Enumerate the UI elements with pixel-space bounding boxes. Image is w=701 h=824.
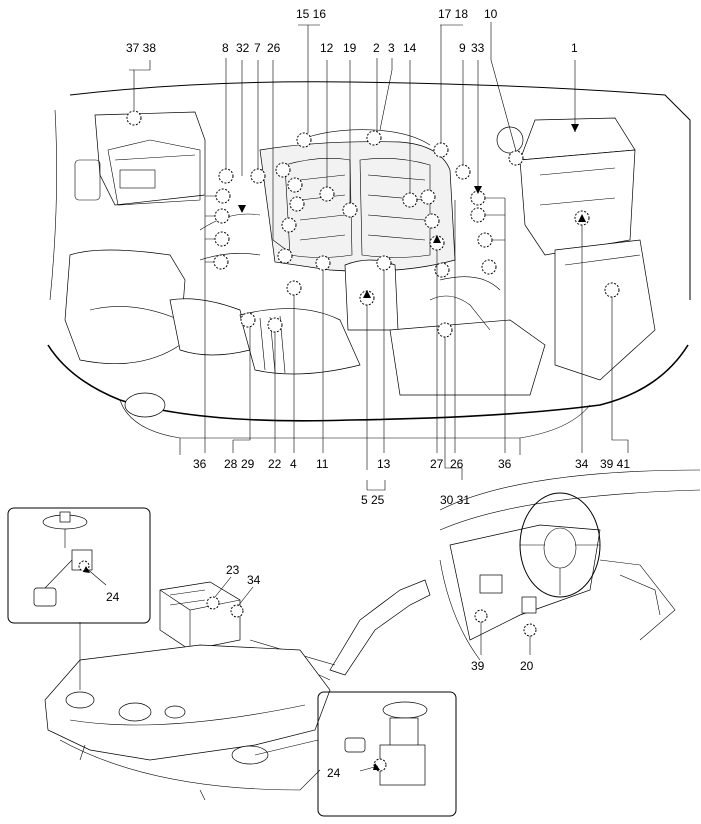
callout-13: 13 xyxy=(377,457,391,471)
callout-24-left: 24 xyxy=(106,590,120,604)
callout-22: 22 xyxy=(268,457,282,471)
callout-8: 8 xyxy=(222,41,229,55)
callout-28: 28 xyxy=(224,457,238,471)
engine-callouts-top: 37 38 8 32 7 26 15 16 12 19 2 3 14 17 18… xyxy=(126,7,578,55)
callout-11: 11 xyxy=(316,457,329,471)
engine-bay-view xyxy=(47,22,691,491)
callout-26-right: 26 xyxy=(450,457,464,471)
callout-3: 3 xyxy=(388,41,395,55)
callout-4: 4 xyxy=(290,457,297,471)
cabin-callouts: 39 20 xyxy=(471,659,534,673)
canister xyxy=(159,581,244,651)
fuel-tank xyxy=(44,644,331,761)
callout-14: 14 xyxy=(403,41,417,55)
callout-23: 23 xyxy=(226,563,240,577)
fuel-pump-inset-right xyxy=(317,691,457,817)
fuel-callouts: 23 34 24 24 xyxy=(106,563,341,780)
callout-15-16: 15 16 xyxy=(296,7,326,21)
engine-callouts-bottom: 36 28 29 22 4 11 13 27 26 36 34 39 41 5 … xyxy=(193,457,630,507)
callout-30-31: 30 31 xyxy=(440,493,470,507)
cabin-view xyxy=(439,469,701,661)
callout-9: 9 xyxy=(459,41,466,55)
callout-24-right: 24 xyxy=(327,766,341,780)
engine-lower-cover xyxy=(389,319,546,396)
engine-bay-front-line xyxy=(47,344,689,422)
callout-19: 19 xyxy=(343,41,357,55)
callout-26: 26 xyxy=(267,41,281,55)
callout-17-18: 17 18 xyxy=(438,7,468,21)
callout-12: 12 xyxy=(320,41,334,55)
callout-39-cabin: 39 xyxy=(471,659,485,673)
callout-32: 32 xyxy=(236,41,250,55)
intake-hose xyxy=(239,308,361,375)
relay-box-left xyxy=(94,111,206,206)
fuel-pump-inset-left xyxy=(7,507,151,624)
callout-2: 2 xyxy=(373,41,380,55)
callout-27: 27 xyxy=(430,457,444,471)
filler-pipe xyxy=(329,579,431,676)
callout-10: 10 xyxy=(484,7,498,21)
fuel-system-view xyxy=(7,507,457,817)
callout-37-38: 37 38 xyxy=(126,41,156,55)
callout-34: 34 xyxy=(575,457,589,471)
callout-36-right: 36 xyxy=(498,457,512,471)
callout-36-left: 36 xyxy=(193,457,207,471)
callout-5-25: 5 25 xyxy=(361,493,385,507)
callout-39-41: 39 41 xyxy=(600,457,630,471)
air-cleaner xyxy=(64,249,251,418)
callout-33: 33 xyxy=(471,41,485,55)
callout-29: 29 xyxy=(241,457,255,471)
callout-7: 7 xyxy=(254,41,261,55)
callout-1: 1 xyxy=(571,41,578,55)
battery-box xyxy=(519,117,636,256)
fuse-box-right xyxy=(554,239,656,381)
callout-20: 20 xyxy=(520,659,534,673)
callout-34-canister: 34 xyxy=(247,573,261,587)
